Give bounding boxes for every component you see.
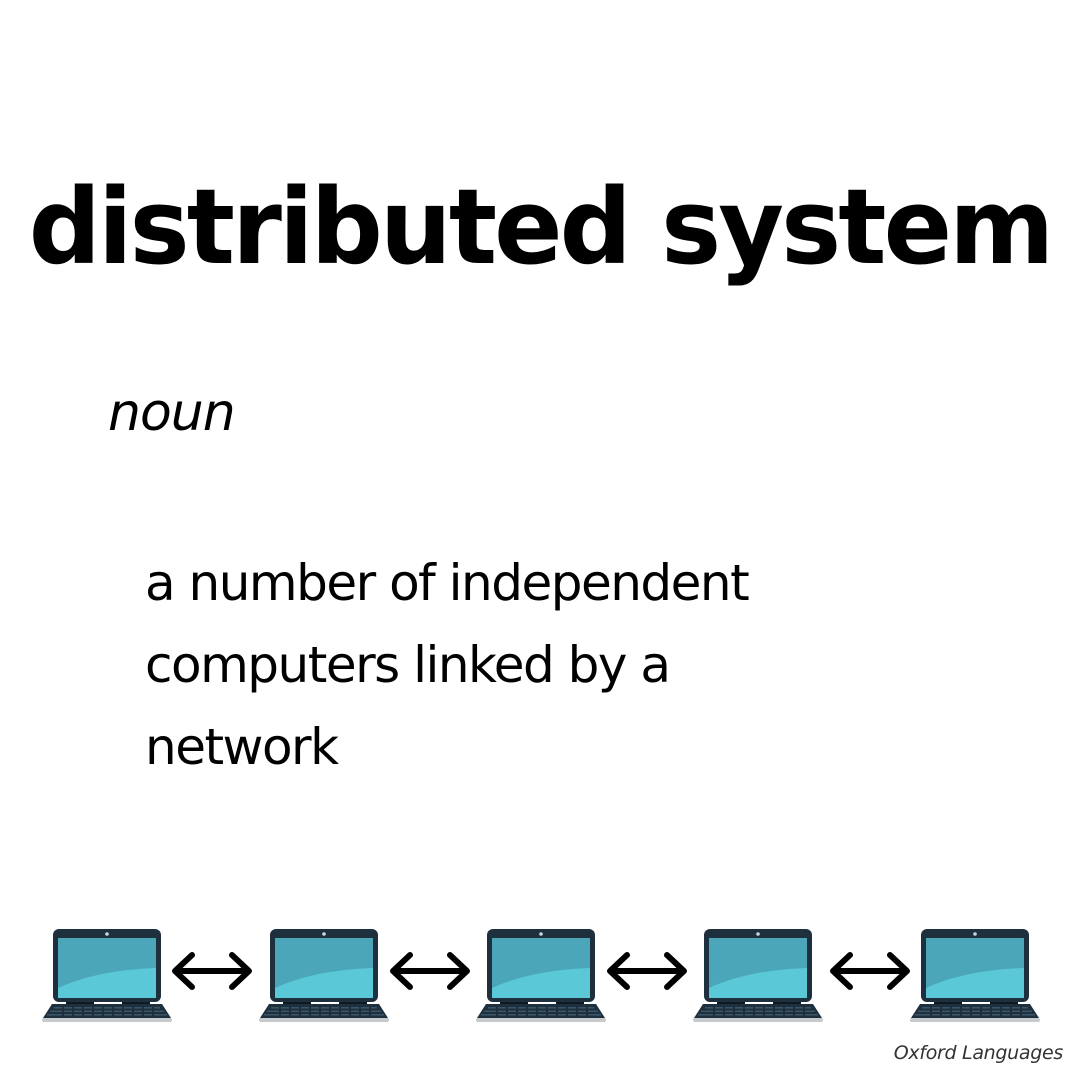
laptop-icon: [42, 929, 172, 1022]
source-attribution: Oxford Languages: [893, 1042, 1064, 1064]
double-arrow-icon: [388, 950, 472, 992]
part-of-speech: noun: [108, 383, 236, 443]
definition-text: a number of independent computers linked…: [145, 542, 905, 788]
laptop-icon: [910, 929, 1040, 1022]
headword-title: distributed system: [28, 166, 1055, 288]
definition-line: network: [145, 718, 339, 776]
definition-line: computers linked by a: [145, 636, 671, 694]
laptop-icon: [259, 929, 389, 1022]
laptop-icon: [693, 929, 823, 1022]
double-arrow-icon: [170, 950, 254, 992]
definition-line: a number of independent: [145, 554, 750, 612]
laptop-icon: [476, 929, 606, 1022]
double-arrow-icon: [828, 950, 912, 992]
double-arrow-icon: [605, 950, 689, 992]
